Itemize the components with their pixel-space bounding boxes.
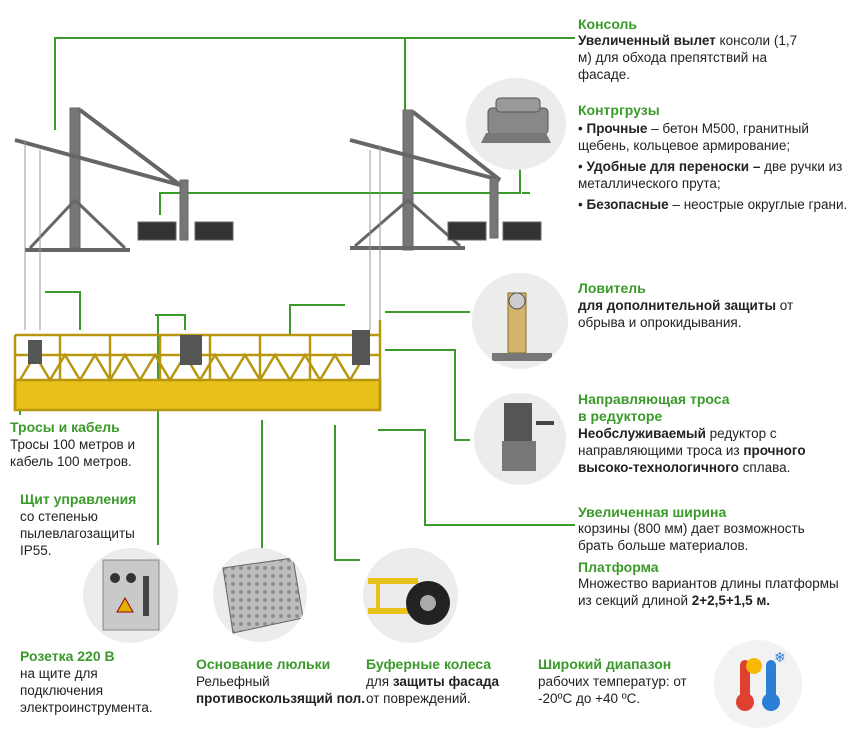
thermometer-icon: ❄ [736,650,786,711]
console-bold: Увеличенный вылет [578,33,716,48]
control-panel-image [83,548,178,643]
ropes-text: Тросы 100 метров и кабель 100 метров. [10,437,135,469]
counterweights-text: • Прочные – бетон М500, гранитный щебень… [578,120,850,213]
console-text: Увеличенный вылет консоли (1,7 м) для об… [578,32,808,83]
ropes-title: Тросы и кабель [10,419,120,435]
wheels-text: для защиты фасада от повреждений. [366,674,500,706]
console-desc: консоли (1,7 м) для обхода препятствий н… [578,33,798,82]
rope-guide-title-1: Направляющая троса [578,391,730,407]
socket-text: на щите для подключения электроинструмен… [20,666,153,715]
thermometer-image: ❄ [714,640,802,728]
counterweights-line3: • Безопасные – неострые округлые грани. [578,197,848,212]
wheel-icon [368,578,450,625]
base-title: Основание люльки [196,656,331,672]
gearbox-icon [502,403,554,471]
rope-guide-text: Необслуживаемый редуктор с направляющими… [578,426,806,475]
floor-image [213,548,307,642]
floor-icon [222,557,304,634]
width-text: корзины (800 мм) дает возможность брать … [578,521,805,553]
catcher-text: для дополнительной защиты от обрыва и оп… [578,298,794,330]
counterweight-icon [481,97,551,143]
console-title: Консоль [578,16,638,32]
panel-text: со степенью пылевлагозащиты IP55. [20,509,135,558]
width-title: Увеличенная ширина [578,504,727,520]
temp-text: рабочих температур: от -20ºС до +40 ºС. [538,674,687,706]
catcher-image [472,273,568,369]
wheels-title: Буферные колеса [366,656,492,672]
counterweights-line2: • Удобные для переноски – две ручки из м… [578,159,843,191]
counterweights-title: Контргрузы [578,102,660,118]
rope-guide-title-2: в редукторе [578,408,663,424]
platform-text: Множество вариантов длины платформы из с… [578,576,839,608]
base-text: Рельефный противоскользящий пол. [196,674,366,706]
temp-title: Широкий диапазон [538,656,672,672]
counterweights-line1: • Прочные – бетон М500, гранитный щебень… [578,121,809,153]
svg-text:❄: ❄ [774,650,786,666]
gearbox-image [474,393,566,485]
catcher-icon [492,292,552,361]
wheel-image [363,548,458,643]
catcher-title: Ловитель [578,280,646,296]
counterweight-image [466,78,566,170]
panel-title: Щит управления [20,491,137,507]
socket-title: Розетка 220 В [20,648,115,664]
control-panel-icon [102,559,160,631]
platform-title: Платформа [578,559,659,575]
